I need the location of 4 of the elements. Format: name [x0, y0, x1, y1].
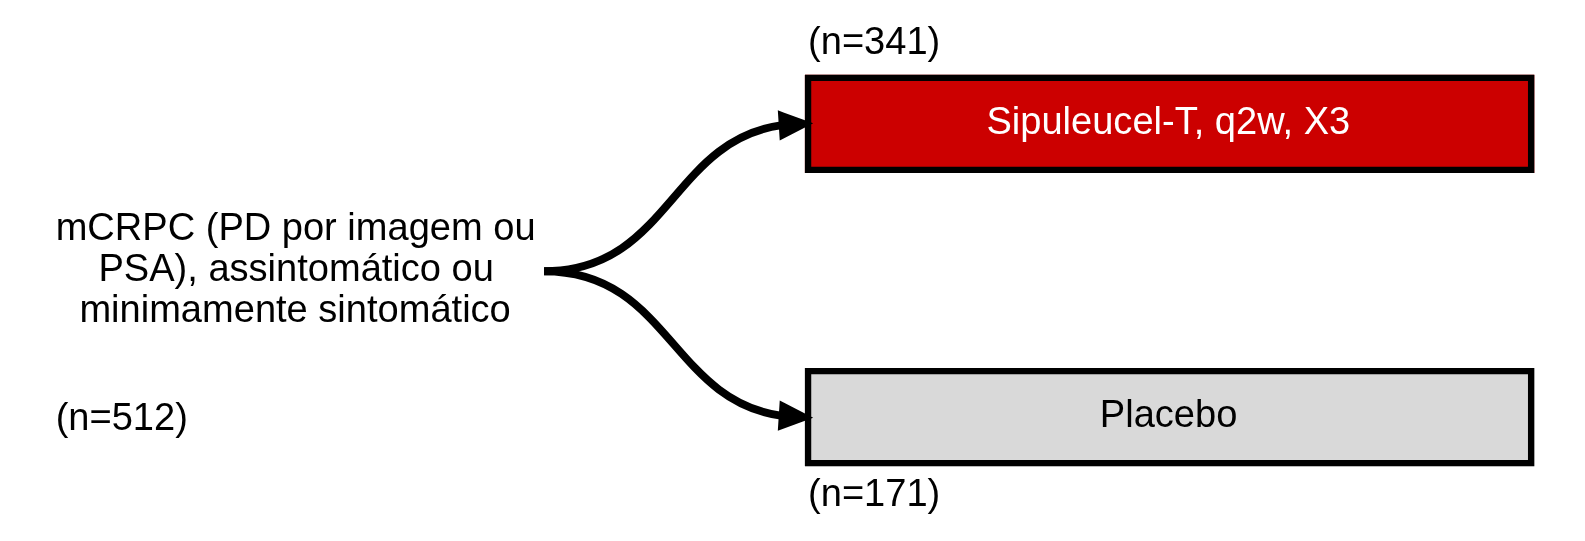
node-label: (n=171) [807, 472, 940, 515]
node-label: (n=512) [55, 396, 188, 439]
node-text: mCRPC (PD por imagem ou PSA), assintomático ou minimamente sintomático [55, 205, 536, 331]
node-label: (n=341) [807, 20, 940, 63]
